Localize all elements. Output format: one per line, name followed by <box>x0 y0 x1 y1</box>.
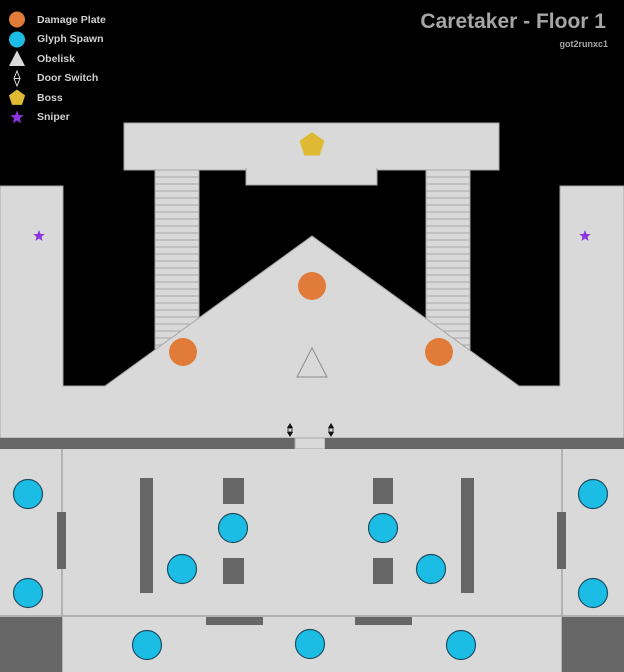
glyph-spawn-icon <box>217 512 249 544</box>
obelisk-icon <box>6 49 28 68</box>
glyph-spawn-icon <box>367 512 399 544</box>
legend-item-glyph-spawn: Glyph Spawn <box>6 30 106 50</box>
legend-label: Glyph Spawn <box>37 33 104 46</box>
glyph-spawn-icon <box>12 577 44 609</box>
author-credit: got2runxc1 <box>559 39 608 49</box>
door <box>294 437 326 450</box>
stairs-left <box>154 169 200 351</box>
glyph-spawn-icon <box>445 629 477 661</box>
boss-icon <box>6 88 28 107</box>
obelisk-icon <box>296 346 328 378</box>
door-switch-icon[interactable] <box>328 423 334 437</box>
door-switch-icon[interactable] <box>287 423 293 437</box>
legend-label: Damage Plate <box>37 13 106 26</box>
legend-label: Sniper <box>37 111 70 124</box>
door-switch-icon <box>6 69 28 88</box>
page-title: Caretaker - Floor 1 <box>420 10 606 33</box>
legend-label: Door Switch <box>37 72 99 85</box>
glyph-spawn-icon <box>12 478 44 510</box>
glyph-spawn-icon <box>415 553 447 585</box>
sniper-icon <box>6 108 28 127</box>
damage-plate-icon <box>169 338 197 366</box>
divider-wall <box>0 437 624 450</box>
glyph-spawn-icon <box>294 628 326 660</box>
legend-label: Obelisk <box>37 52 75 65</box>
glyph-spawn-icon <box>6 30 28 49</box>
sniper-icon <box>33 230 45 241</box>
legend-item-obelisk: Obelisk <box>6 49 106 69</box>
legend-item-boss: Boss <box>6 88 106 108</box>
legend-item-damage-plate: Damage Plate <box>6 10 106 30</box>
legend-label: Boss <box>37 91 63 104</box>
glyph-spawn-icon <box>577 577 609 609</box>
glyph-spawn-icon <box>577 478 609 510</box>
damage-plate-icon <box>6 10 28 29</box>
sniper-icon <box>579 230 591 241</box>
legend-item-sniper: Sniper <box>6 108 106 128</box>
damage-plate-icon <box>298 272 326 300</box>
stairs-right <box>425 169 471 351</box>
legend-item-door-switch: Door Switch <box>6 69 106 89</box>
damage-plate-icon <box>425 338 453 366</box>
glyph-spawn-icon <box>166 553 198 585</box>
glyph-spawn-icon <box>131 629 163 661</box>
boss-icon <box>299 132 325 156</box>
